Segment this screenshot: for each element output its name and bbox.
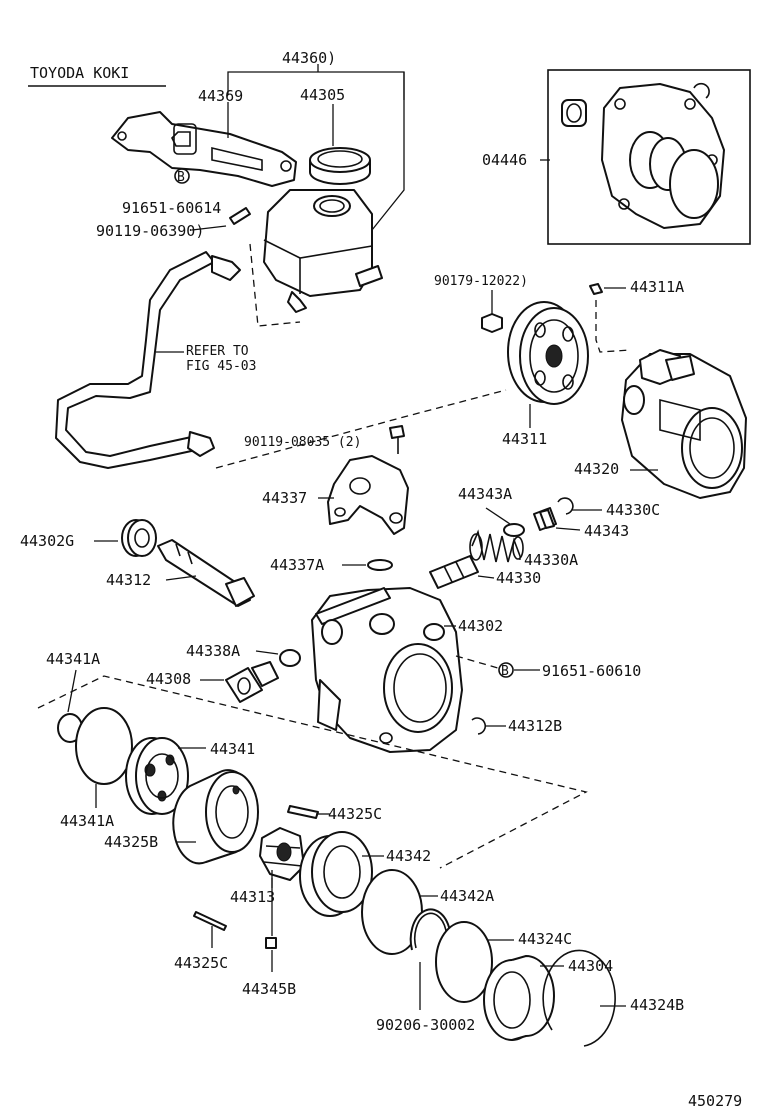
part-label-90206-30002: 90206-30002 — [376, 1016, 475, 1034]
gasket-kit-box — [547, 69, 751, 245]
part-label-44342: 44342 — [386, 847, 431, 865]
oring-44343A — [503, 523, 525, 537]
woodruff-key — [589, 283, 603, 295]
snap-ring-44324B — [542, 949, 616, 1047]
bolt-marker-60610 — [498, 662, 514, 678]
end-cover-44304 — [483, 955, 555, 1041]
refer-note-line2: FIG 45-03 — [186, 359, 256, 374]
refer-note-line1: REFER TO — [186, 344, 249, 359]
flow-control-valve — [429, 555, 479, 589]
flow-control-spring — [469, 529, 524, 563]
figure-number: 450279 — [688, 1092, 742, 1110]
oring-44338A — [279, 649, 301, 667]
maker-label: TOYODA KOKI — [30, 64, 129, 82]
part-label-44312: 44312 — [106, 571, 151, 589]
part-label-44341: 44341 — [210, 740, 255, 758]
part-label-44313: 44313 — [230, 888, 275, 906]
part-label-44330A: 44330A — [524, 551, 578, 569]
rotor-44313 — [259, 827, 305, 881]
part-label-44341A-top: 44341A — [46, 650, 100, 668]
union-fitting-44343 — [533, 507, 557, 531]
part-label-44325C-bottom: 44325C — [174, 954, 228, 972]
part-label-04446: 04446 — [482, 151, 527, 169]
pump-shaft — [157, 539, 255, 607]
part-label-44324B: 44324B — [630, 996, 684, 1014]
reservoir-tank — [263, 189, 383, 313]
part-label-90179-12022: 90179-12022) — [434, 274, 528, 289]
side-plate-44341 — [125, 737, 189, 815]
part-label-44311: 44311 — [502, 430, 547, 448]
part-label-91651-60614: 91651-60614 — [122, 199, 221, 217]
part-label-44341A-bottom: 44341A — [60, 812, 114, 830]
part-label-44330: 44330 — [496, 569, 541, 587]
pump-mount-bracket — [327, 455, 409, 535]
part-label-44343A: 44343A — [458, 485, 512, 503]
part-label-44305: 44305 — [300, 86, 345, 104]
part-label-44312B: 44312B — [508, 717, 562, 735]
part-label-91651-60610: 91651-60610 — [542, 662, 641, 680]
bolt-marker-letter: B — [177, 170, 185, 185]
oil-seal-44302G — [121, 519, 157, 557]
part-label-44325C-mid: 44325C — [328, 805, 382, 823]
part-label-44338A: 44338A — [186, 642, 240, 660]
part-label-44337A: 44337A — [270, 556, 324, 574]
bolt-marker-letter-2: B — [501, 664, 509, 679]
reservoir-group-bracket — [227, 64, 405, 231]
part-label-90119-06390: 90119-06390) — [96, 222, 204, 240]
part-label-44302: 44302 — [458, 617, 503, 635]
part-label-44330C: 44330C — [606, 501, 660, 519]
reservoir-bracket — [111, 111, 297, 187]
oring-44341A-large — [75, 707, 133, 785]
union-fitting-44308 — [225, 661, 279, 703]
part-label-90119-08035: 90119-08035 (2) — [244, 435, 361, 450]
part-label-44369: 44369 — [198, 87, 243, 105]
oring-44337A — [367, 559, 393, 571]
snap-ring-44312B — [471, 717, 487, 735]
part-label-44343: 44343 — [584, 522, 629, 540]
part-label-44302G: 44302G — [20, 532, 74, 550]
reservoir-cap — [309, 147, 371, 185]
pump-pulley — [507, 301, 589, 405]
nut-12022 — [481, 313, 503, 333]
part-label-44311A: 44311A — [630, 278, 684, 296]
part-label-44360: 44360) — [282, 49, 336, 67]
part-label-44325B: 44325B — [104, 833, 158, 851]
oring-44324C — [435, 921, 493, 1003]
return-hose — [55, 251, 241, 469]
cam-ring-44325B — [172, 769, 259, 865]
part-label-44308: 44308 — [146, 670, 191, 688]
part-label-44337: 44337 — [262, 489, 307, 507]
part-label-44342A: 44342A — [440, 887, 494, 905]
pressure-plate-44342 — [299, 831, 373, 917]
snap-ring-44330C — [557, 497, 574, 515]
part-label-44324C: 44324C — [518, 930, 572, 948]
pump-assembly — [621, 349, 747, 499]
bolt-08035-head — [389, 425, 405, 439]
pump-housing — [311, 587, 463, 753]
bolt-60614 — [229, 207, 251, 225]
gasket-kit-parts — [561, 82, 725, 229]
vane-44345B — [265, 937, 277, 949]
pin-44325C-mid — [287, 805, 319, 819]
pin-44325C-bottom — [193, 911, 227, 931]
bolt-marker-60614 — [174, 168, 190, 184]
part-label-44320: 44320 — [574, 460, 619, 478]
part-label-44345B: 44345B — [242, 980, 296, 998]
